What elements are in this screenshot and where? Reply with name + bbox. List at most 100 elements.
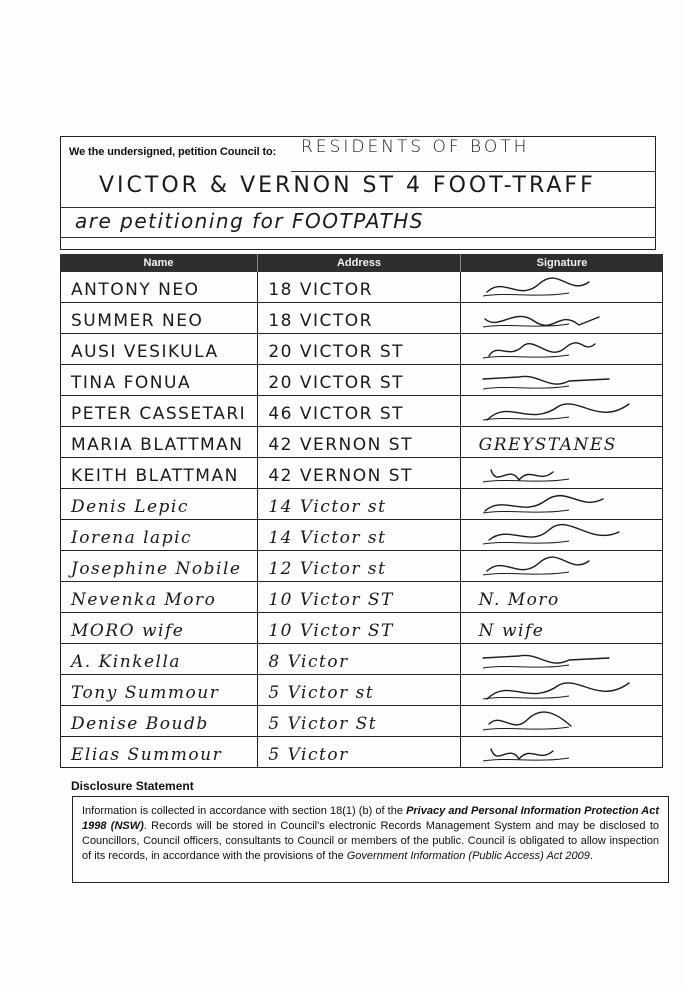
name-cell: Iorena lapic — [61, 520, 259, 550]
name-cell: SUMMER NEO — [61, 303, 259, 333]
petition-header-box: We the undersigned, petition Council to:… — [60, 136, 656, 250]
table-row: Nevenka Moro 10 Victor ST N. Moro — [61, 582, 662, 613]
signature-scribble — [482, 342, 596, 359]
address-text: 20 VICTOR ST — [268, 373, 405, 393]
table-row: Denis Lepic 14 Victor st — [61, 489, 662, 520]
name-text: Denise Boudb — [71, 714, 209, 734]
disclosure-act-1: Privacy and Personal Information Protect… — [82, 805, 659, 832]
address-text: 14 Victor st — [268, 497, 387, 517]
name-cell: Josephine Nobile — [61, 551, 259, 581]
address-text: 46 VICTOR ST — [268, 404, 405, 424]
signature-cell: N wife — [461, 613, 662, 643]
address-cell: 5 Victor St — [258, 706, 461, 736]
address-cell: 42 VERNON ST — [258, 458, 461, 488]
address-text: 14 Victor st — [268, 528, 387, 548]
table-row: SUMMER NEO 18 VICTOR — [61, 303, 662, 334]
address-text: 20 VICTOR ST — [268, 342, 405, 362]
signature-table: Name Address Signature ANTONY NEO 18 VICT… — [60, 254, 663, 768]
header-name: Name — [60, 254, 258, 272]
table-row: ANTONY NEO 18 VICTOR — [61, 272, 662, 303]
purpose-rule-2 — [61, 207, 655, 208]
address-text: 18 VICTOR — [268, 311, 373, 331]
address-text: 5 Victor St — [268, 714, 378, 734]
address-text: 42 VERNON ST — [268, 435, 413, 455]
signature-cell — [461, 303, 662, 333]
signature-text: GREYSTANES — [478, 435, 617, 455]
signature-cell — [461, 396, 662, 426]
table-row: Tony Summour 5 Victor st — [61, 675, 662, 706]
address-cell: 14 Victor st — [258, 520, 461, 550]
header-address: Address — [258, 254, 461, 272]
signature-cell — [461, 520, 662, 550]
signature-cell — [461, 675, 662, 705]
name-cell: Denis Lepic — [61, 489, 259, 519]
address-cell: 20 VICTOR ST — [258, 334, 461, 364]
name-text: A. Kinkella — [71, 652, 182, 672]
name-text: Nevenka Moro — [71, 590, 217, 610]
signature-scribble — [482, 495, 604, 514]
name-text: Josephine Nobile — [71, 559, 242, 579]
address-text: 8 Victor — [268, 652, 349, 672]
name-cell: Tony Summour — [61, 675, 259, 705]
name-text: SUMMER NEO — [71, 311, 204, 331]
table-row: Josephine Nobile 12 Victor st — [61, 551, 662, 582]
signature-cell — [461, 334, 662, 364]
signature-cell — [461, 272, 662, 302]
address-cell: 18 VICTOR — [258, 303, 461, 333]
name-cell: KEITH BLATTMAN — [61, 458, 259, 488]
signature-cell — [461, 458, 662, 488]
address-cell: 20 VICTOR ST — [258, 365, 461, 395]
table-row: Denise Boudb 5 Victor St — [61, 706, 662, 737]
address-text: 18 VICTOR — [268, 280, 373, 300]
address-text: 5 Victor — [268, 745, 349, 765]
table-row: Elias Summour 5 Victor — [61, 737, 662, 768]
table-row: PETER CASSETARI 46 VICTOR ST — [61, 396, 662, 427]
address-cell: 18 VICTOR — [258, 272, 461, 302]
disclosure-text-2: . Records will be stored in Council's el… — [82, 820, 659, 862]
name-text: KEITH BLATTMAN — [71, 466, 239, 486]
name-cell: Nevenka Moro — [61, 582, 259, 612]
address-text: 10 Victor ST — [268, 590, 394, 610]
address-cell: 8 Victor — [258, 644, 461, 674]
address-cell: 10 Victor ST — [258, 582, 461, 612]
table-row: TINA FONUA 20 VICTOR ST — [61, 365, 662, 396]
name-text: ANTONY NEO — [71, 280, 200, 300]
signature-scribble — [482, 748, 569, 762]
signature-scribble — [482, 523, 620, 545]
name-cell: Elias Summour — [61, 737, 259, 767]
name-text: MARIA BLATTMAN — [71, 435, 244, 455]
header-signature: Signature — [536, 257, 588, 269]
signature-cell — [461, 706, 662, 736]
signature-cell — [461, 551, 662, 581]
signature-scribble — [482, 277, 590, 297]
signature-cell: N. Moro — [461, 582, 662, 612]
signature-cell — [461, 737, 662, 767]
table-body: ANTONY NEO 18 VICTOR SUMMER NEO 18 VICTOR AU… — [60, 272, 663, 768]
signature-scribble — [481, 375, 610, 390]
address-cell: 46 VICTOR ST — [258, 396, 461, 426]
purpose-rule-1 — [291, 171, 655, 172]
name-text: Tony Summour — [71, 683, 220, 703]
address-text: 12 Victor st — [268, 559, 387, 579]
signature-cell — [461, 489, 662, 519]
name-text: Denis Lepic — [71, 497, 189, 517]
name-text: TINA FONUA — [71, 373, 192, 393]
signature-scribble — [481, 654, 610, 669]
name-text: Elias Summour — [71, 745, 223, 765]
table-header: Name Address Signature — [60, 254, 663, 272]
address-cell: 5 Victor st — [258, 675, 461, 705]
signature-text: N. Moro — [478, 590, 560, 610]
petition-purpose-line-1: RESIDENTS OF BOTH — [301, 137, 530, 157]
name-text: Iorena lapic — [71, 528, 193, 548]
purpose-rule-3 — [61, 237, 655, 238]
name-cell: TINA FONUA — [61, 365, 259, 395]
address-text: 42 VERNON ST — [268, 466, 413, 486]
name-cell: PETER CASSETARI — [61, 396, 259, 426]
signature-cell — [461, 365, 662, 395]
name-cell: MARIA BLATTMAN — [61, 427, 259, 457]
address-cell: 42 VERNON ST — [258, 427, 461, 457]
table-row: A. Kinkella 8 Victor — [61, 644, 662, 675]
